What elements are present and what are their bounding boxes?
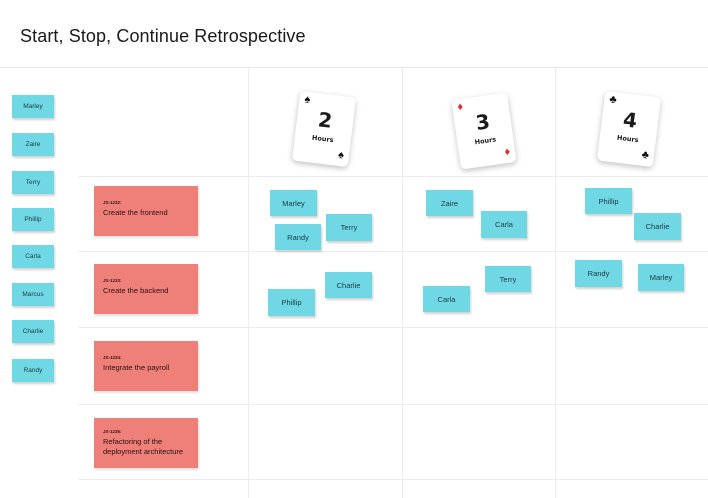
grid-row-divider — [78, 251, 708, 252]
sticky-marley[interactable]: Marley — [638, 264, 684, 291]
task-name: Create the backend — [103, 286, 169, 295]
task-note-refactoring[interactable]: JS-1235: Refactoring of the deployment a… — [94, 418, 198, 468]
sticky-carla[interactable]: Carla — [481, 211, 527, 238]
spade-icon: ♠ — [337, 148, 345, 162]
sticky-terry[interactable]: Terry — [485, 266, 531, 292]
board-title: Start, Stop, Continue Retrospective — [20, 26, 306, 46]
club-icon: ♣ — [641, 148, 650, 162]
grid-row-divider — [78, 404, 708, 405]
task-code: JS-1233: — [103, 278, 122, 283]
card-value: 2 — [316, 107, 334, 133]
estimate-card-2-hours[interactable]: ♠ 2 Hours ♠ — [291, 90, 357, 168]
task-note-backend[interactable]: JS-1233: Create the backend — [94, 264, 198, 314]
header-divider — [0, 67, 708, 68]
sidebar-sticky-terry[interactable]: Terry — [12, 171, 54, 194]
grid-column-divider — [402, 68, 403, 498]
sticky-zaire[interactable]: Zaire — [426, 190, 473, 216]
club-icon: ♣ — [608, 93, 618, 107]
task-note-frontend[interactable]: JS-1232: Create the frontend — [94, 186, 198, 236]
estimate-card-3-hours[interactable]: ♦ 3 Hours ♦ — [451, 92, 517, 170]
task-name: Create the frontend — [103, 208, 168, 217]
task-note-payroll[interactable]: JS-1234: Integrate the payroll — [94, 341, 198, 391]
estimate-card-4-hours[interactable]: ♣ 4 Hours ♣ — [596, 90, 662, 168]
sticky-phillip[interactable]: Phillip — [268, 289, 315, 316]
sticky-charlie[interactable]: Charlie — [325, 272, 372, 298]
sticky-randy[interactable]: Randy — [575, 260, 622, 287]
sticky-marley[interactable]: Marley — [270, 190, 317, 216]
grid-column-divider — [555, 68, 556, 498]
task-code: JS-1234: — [103, 355, 122, 360]
task-code: JS-1232: — [103, 200, 122, 205]
sidebar-sticky-phillip[interactable]: Phillip — [12, 208, 54, 231]
sticky-terry[interactable]: Terry — [326, 214, 372, 241]
card-value: 4 — [621, 107, 639, 133]
sticky-charlie[interactable]: Charlie — [634, 213, 681, 240]
grid-row-divider — [78, 479, 708, 480]
sticky-carla[interactable]: Carla — [423, 286, 470, 312]
task-name: Refactoring of the deployment architectu… — [103, 437, 184, 456]
sidebar-sticky-marcus[interactable]: Marcus — [12, 283, 54, 306]
sticky-randy[interactable]: Randy — [275, 224, 321, 250]
grid-row-divider — [78, 327, 708, 328]
grid-column-divider — [248, 68, 249, 498]
sidebar-sticky-carla[interactable]: Carla — [12, 245, 54, 268]
spade-icon: ♠ — [303, 93, 311, 107]
sidebar-sticky-charlie[interactable]: Charlie — [12, 320, 54, 343]
grid-row-divider — [78, 176, 708, 177]
task-name: Integrate the payroll — [103, 363, 170, 372]
sidebar-sticky-marley[interactable]: Marley — [12, 95, 54, 118]
sidebar-sticky-zaire[interactable]: Zaire — [12, 133, 54, 156]
task-code: JS-1235: — [103, 429, 122, 434]
diamond-icon: ♦ — [503, 145, 511, 159]
sticky-phillip[interactable]: Phillip — [585, 188, 632, 214]
sidebar-sticky-randy[interactable]: Randy — [12, 359, 54, 382]
